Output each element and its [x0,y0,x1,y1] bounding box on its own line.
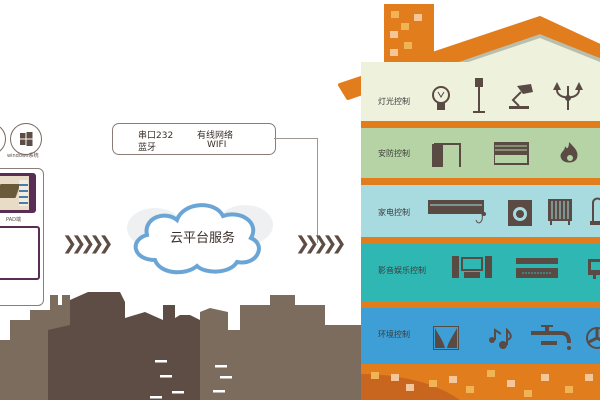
tablet-device [0,173,36,213]
windows-icon [20,132,33,146]
bulb-icon [432,86,450,110]
floor-lamp-icon [473,78,485,113]
band-appliance-label: 家电控制 [378,208,410,217]
dvd-player-icon [516,258,558,278]
band-separator [361,121,600,128]
chimney-window [404,42,412,49]
foundation-window [541,374,549,381]
vacuum-icon [590,197,600,225]
foundation-window [565,386,573,393]
band-separator [361,301,600,308]
cloud-icon [127,203,273,275]
connector-vertical [317,138,318,243]
tv-icon [588,259,600,279]
windows-device-circle [10,123,42,155]
protocol-rs232: 串口232 [138,131,174,141]
phone-device [0,226,40,280]
band-environment: 环境控制 [361,308,600,364]
band-entertainment-label: 影音娱乐控制 [378,266,426,275]
air-conditioner-icon [428,200,486,224]
faucet-icon [531,325,571,350]
band-separator [361,178,600,185]
foundation-window [585,374,593,381]
chimney-window [401,23,409,30]
fire-icon [560,142,578,163]
washing-machine-icon [508,200,532,226]
music-icon [489,328,512,349]
arrow-chevrons-left: ❯❯❯❯❯ [62,233,113,254]
city-skyline [0,292,361,400]
foundation-window [507,380,515,387]
tablet-menu [19,180,28,206]
shutter-icon [494,142,529,165]
chimney-window [391,11,399,18]
band-entertainment: 影音娱乐控制 [361,244,600,301]
home-theater-icon [452,256,492,278]
device-circle-left [0,123,6,155]
desk-lamp-icon [509,84,533,109]
foundation-window [449,376,457,383]
band-lighting-label: 灯光控制 [378,97,410,106]
arrow-chevrons-right: ❯❯❯❯❯ [295,233,346,254]
cloud-label: 云平台服务 [170,231,236,246]
foundation-window [406,384,414,391]
fan-icon [586,327,600,349]
band-lighting: 灯光控制 [361,62,600,121]
band-security: 安防控制 [361,128,600,178]
chimney-window [414,14,422,21]
foundation-window [466,386,474,393]
band-security-label: 安防控制 [378,149,410,158]
tablet-screen [0,176,29,210]
tablet-label: PAD端 [6,217,21,223]
band-appliance: 家电控制 [361,185,600,237]
foundation-window [487,370,495,377]
foundation-window [391,374,399,381]
foundation-window [429,380,437,387]
windows-label: windows系统 [7,153,39,159]
band-separator [361,237,600,244]
protocol-box: 串口232 有线网络 蓝牙 WIFI [112,123,276,155]
tablet-map [0,184,21,198]
curtain-icon [433,326,459,350]
heater-icon [548,199,572,225]
band-environment-label: 环境控制 [378,330,410,339]
protocol-bluetooth: 蓝牙 [138,143,157,153]
chimney-window [390,31,398,38]
foundation-window [371,372,379,379]
door-icon [432,143,461,167]
house-foundation [361,364,600,400]
protocol-wired: 有线网络 [197,131,234,141]
chimney-window [390,49,398,56]
protocol-wifi: WIFI [207,140,227,150]
chandelier-icon [553,82,583,110]
foundation-shade [361,374,481,400]
foundation-window [524,390,532,397]
connector-horizontal [274,138,318,139]
chimney [384,4,434,64]
